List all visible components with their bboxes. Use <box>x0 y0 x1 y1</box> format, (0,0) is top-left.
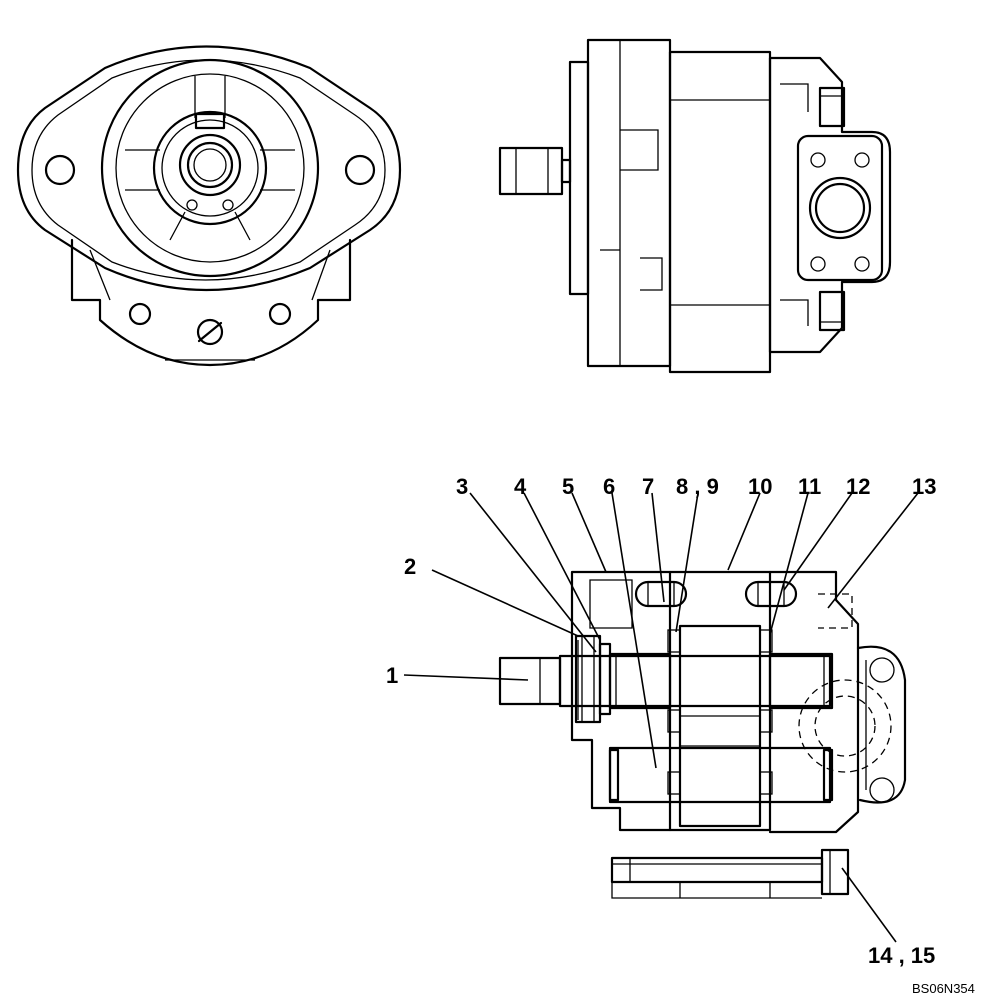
section-gear-body <box>668 570 772 832</box>
callout-4: 4 <box>514 474 527 499</box>
front-shaft-key <box>194 112 226 130</box>
callout-10: 10 <box>748 474 772 499</box>
side-bolt-top <box>818 86 846 128</box>
side-input-shaft <box>498 146 572 196</box>
front-shaft <box>178 133 242 197</box>
section-dowel-left <box>634 580 688 608</box>
section-tie-bolt <box>610 848 850 899</box>
callout-11: 11 <box>798 474 821 499</box>
front-bolt-hole-left <box>44 154 76 186</box>
section-port-housing <box>856 645 907 804</box>
side-rear-cover <box>768 56 892 354</box>
callout-13: 13 <box>912 474 936 499</box>
callout-7: 7 <box>642 474 654 499</box>
section-driven-gear <box>608 746 834 804</box>
front-view <box>16 45 402 367</box>
callout-6: 6 <box>603 474 615 499</box>
callout-leaders <box>403 492 919 943</box>
side-front-cover <box>586 38 672 368</box>
front-spokes <box>125 76 295 241</box>
front-dowel-right <box>222 199 234 211</box>
side-port-flange <box>796 134 884 282</box>
front-mounting-flange <box>16 45 402 292</box>
section-dowel-right <box>744 580 798 608</box>
callout-2: 2 <box>404 554 416 579</box>
section-front-cover <box>570 570 672 832</box>
front-lower-hole-left <box>128 302 152 326</box>
callout-12: 12 <box>846 474 870 499</box>
front-pilot-ring <box>100 58 320 278</box>
front-lower-hole-right <box>268 302 292 326</box>
front-hub <box>152 110 268 226</box>
callout-3: 3 <box>456 474 468 499</box>
drawing-code: BS06N354 <box>912 981 975 996</box>
side-view <box>498 38 892 374</box>
front-dowel-left <box>186 199 198 211</box>
section-view: 1 2 3 4 5 6 7 8 , 9 10 11 12 13 14 , 15 <box>386 474 936 968</box>
front-bolt-hole-right <box>344 154 376 186</box>
callout-1: 1 <box>386 663 398 688</box>
front-screw-icon <box>196 318 224 346</box>
callout-14-15: 14 , 15 <box>868 943 935 968</box>
port-icon <box>808 176 872 240</box>
section-port-hidden <box>798 679 892 773</box>
side-bolt-bottom <box>818 290 846 332</box>
front-lower-housing <box>70 238 352 367</box>
callout-5: 5 <box>562 474 574 499</box>
callout-8-9: 8 , 9 <box>676 474 719 499</box>
section-bushings <box>667 629 773 795</box>
section-drive-gear <box>498 652 834 710</box>
callout-labels: 1 2 3 4 5 6 7 8 , 9 10 11 12 13 14 , 15 <box>386 474 936 968</box>
side-flange <box>568 60 590 296</box>
section-rear-cover <box>768 570 860 834</box>
